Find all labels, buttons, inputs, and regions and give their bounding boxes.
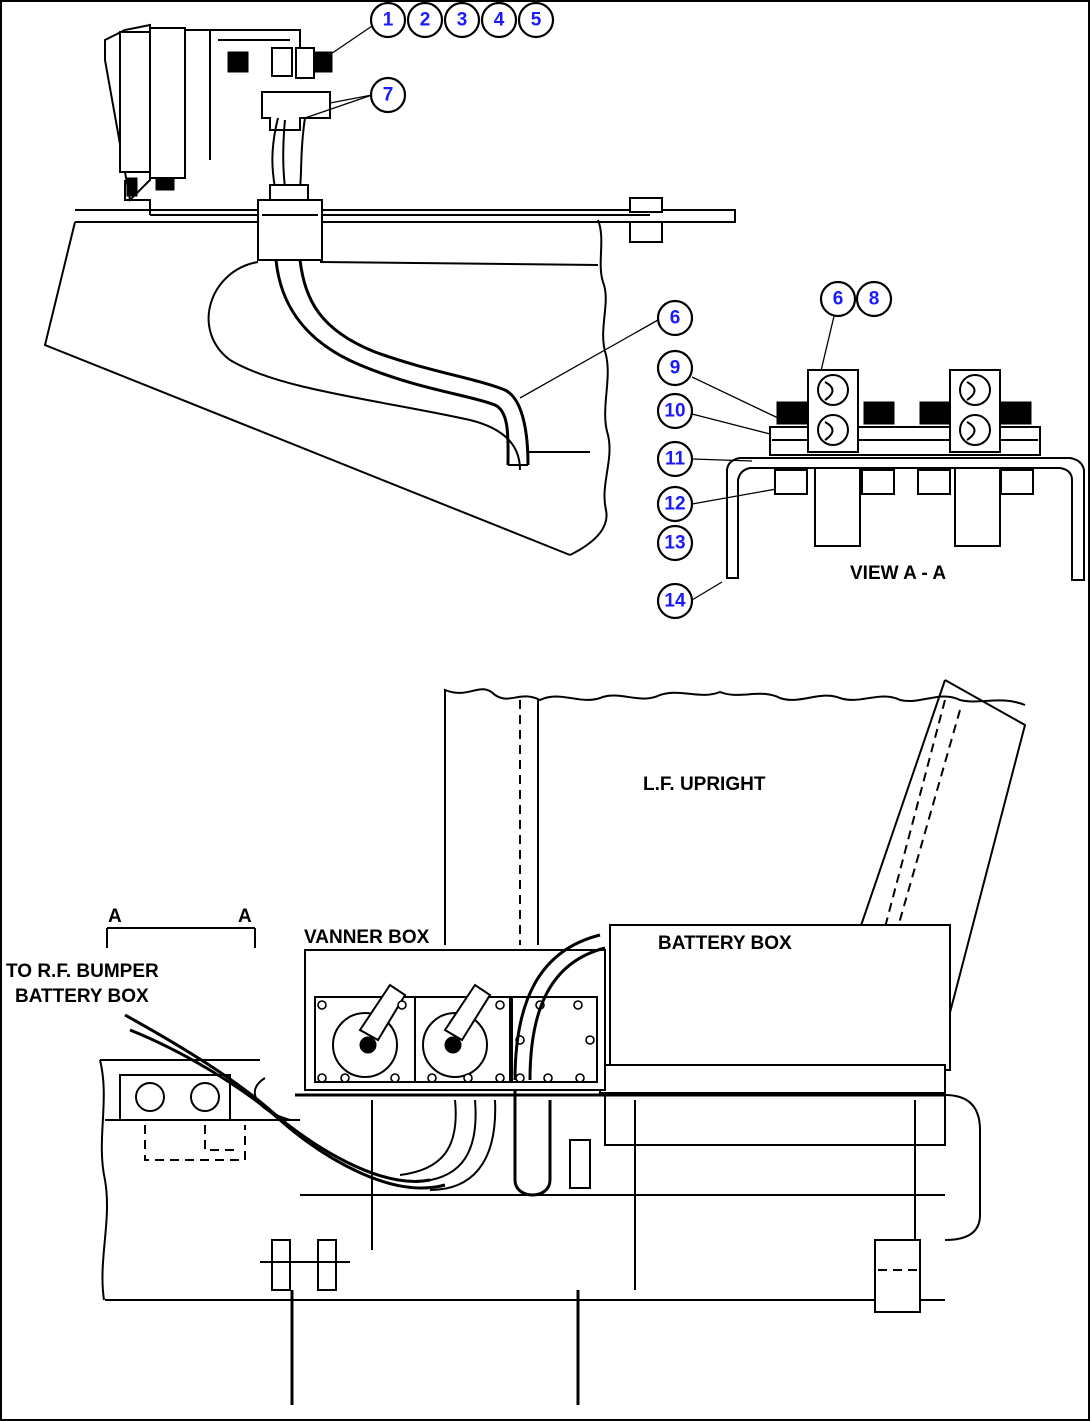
- callout-9: 9: [656, 349, 694, 387]
- svg-text:10: 10: [664, 401, 685, 422]
- callout-4: 4: [480, 1, 518, 39]
- callout-3: 3: [443, 1, 481, 39]
- section-a-left-label: A: [108, 906, 122, 927]
- svg-text:13: 13: [664, 533, 685, 554]
- callout-6-view: 6: [819, 280, 857, 318]
- svg-text:12: 12: [664, 494, 685, 515]
- callout-8: 8: [855, 280, 893, 318]
- svg-text:3: 3: [457, 10, 468, 31]
- top-detail-view: [43, 23, 736, 556]
- svg-text:6: 6: [833, 289, 844, 310]
- section-a-right-label: A: [238, 906, 252, 927]
- callout-14: 14: [656, 582, 694, 620]
- callout-2: 2: [406, 1, 444, 39]
- svg-text:9: 9: [670, 358, 681, 379]
- bottom-assembly: [99, 679, 1027, 1405]
- callout-6-top: 6: [656, 299, 694, 337]
- svg-text:6: 6: [670, 308, 681, 329]
- vanner-box-label: VANNER BOX: [304, 927, 430, 948]
- svg-text:11: 11: [665, 449, 686, 470]
- leader-lines-top: [304, 21, 836, 601]
- svg-text:4: 4: [494, 10, 505, 31]
- svg-text:1: 1: [383, 10, 394, 31]
- callout-12: 12: [656, 485, 694, 523]
- svg-text:7: 7: [383, 85, 394, 106]
- view-aa-label: VIEW A - A: [850, 563, 946, 584]
- battery-box-label: BATTERY BOX: [658, 933, 792, 954]
- svg-text:8: 8: [869, 289, 880, 310]
- svg-text:2: 2: [420, 10, 431, 31]
- callout-10: 10: [656, 392, 694, 430]
- callout-11: 11: [656, 440, 694, 478]
- svg-text:14: 14: [664, 591, 686, 612]
- callout-5: 5: [517, 1, 555, 39]
- view-a-a: [726, 369, 1085, 581]
- callout-1: 1: [369, 1, 407, 39]
- vanner-screws: [317, 1000, 595, 1083]
- to-rf-battery-box-label: BATTERY BOX: [15, 986, 149, 1007]
- svg-text:5: 5: [531, 10, 542, 31]
- callout-13: 13: [656, 524, 694, 562]
- lf-upright-label: L.F. UPRIGHT: [643, 774, 766, 795]
- callout-7: 7: [369, 76, 407, 114]
- to-rf-bumper-label: TO R.F. BUMPER: [6, 961, 159, 982]
